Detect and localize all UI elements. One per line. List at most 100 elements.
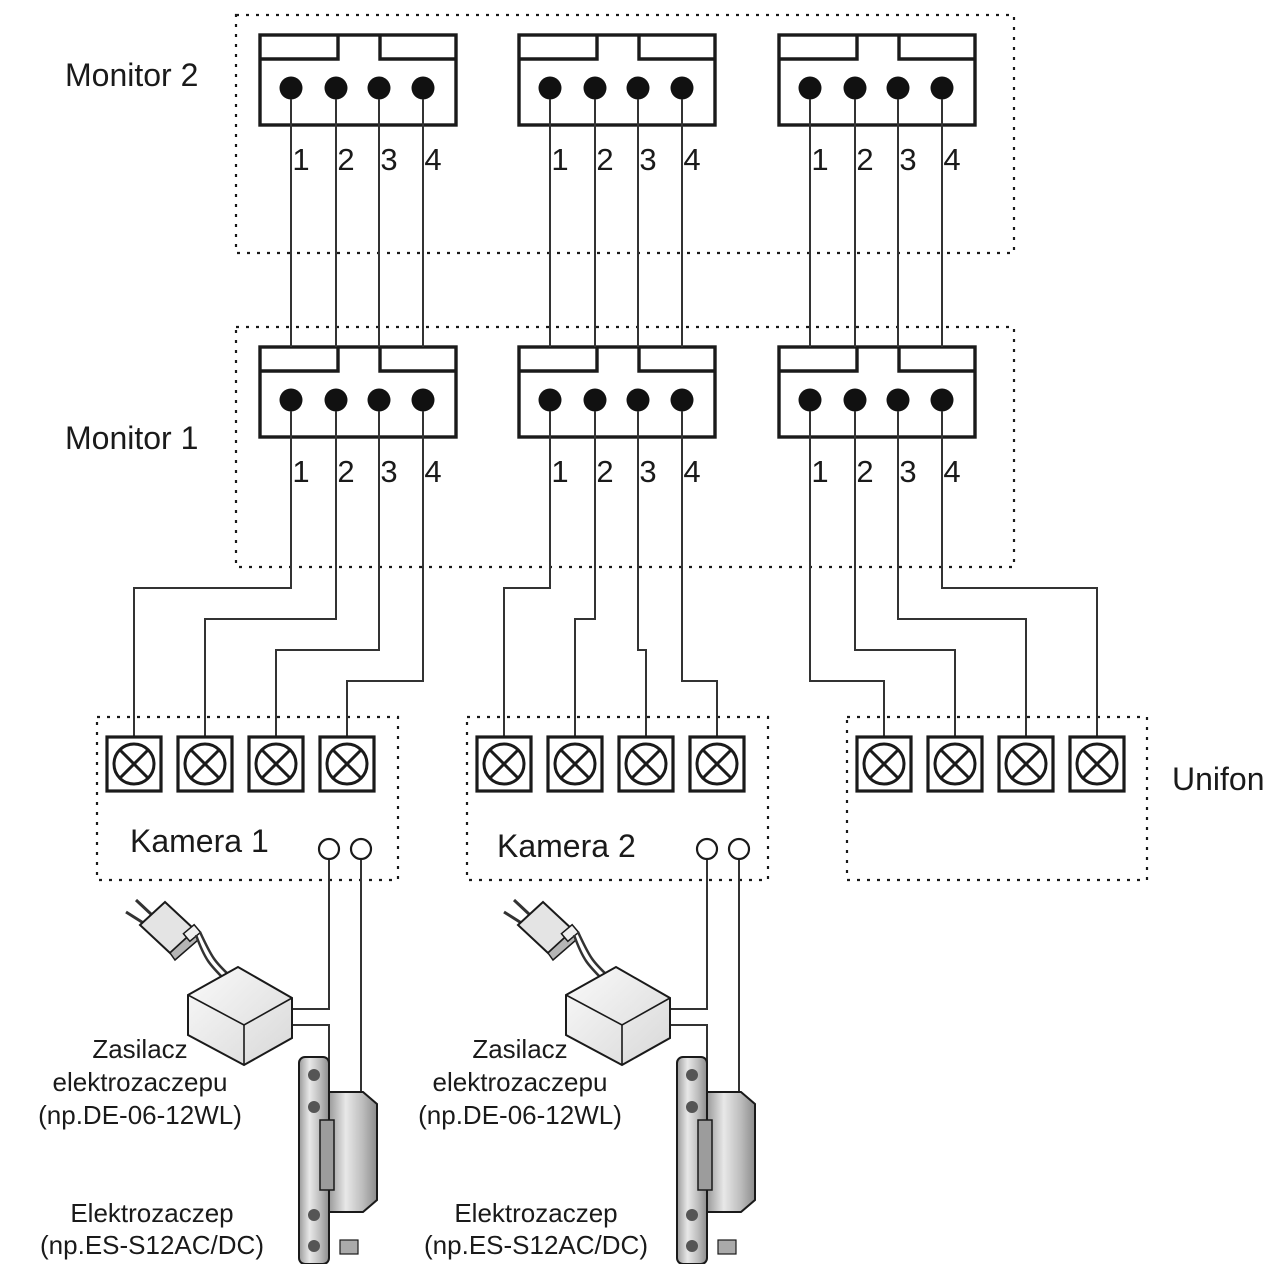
pin-number-label: 1 (811, 454, 828, 489)
pin-number-label: 1 (551, 142, 568, 177)
terminal-screw-icon (997, 735, 1055, 793)
lock-equipment-2 (503, 898, 756, 1264)
pin-number-label: 2 (856, 142, 873, 177)
wires (133, 99, 1098, 1110)
connector-pin-dot (798, 76, 822, 100)
connector-pin-dot (886, 76, 910, 100)
lock-equipment-1 (125, 898, 378, 1264)
connector-pin-dot (367, 388, 391, 412)
wire-monitor1-to-unifon (809, 411, 885, 737)
terminal-screw-icon (926, 735, 984, 793)
connector-key-outline (260, 347, 456, 373)
strike-1-model: (np.ES-S12AC/DC) (40, 1230, 264, 1260)
unifon-frame (845, 715, 1149, 882)
pin-number-label: 3 (639, 142, 656, 177)
pin-number-label: 1 (292, 142, 309, 177)
connector-pin-dot (279, 388, 303, 412)
power-supply-box-icon (187, 965, 293, 1067)
connector-pin-dot (583, 76, 607, 100)
connector-key-outline (779, 347, 975, 373)
connector-pin-dot (583, 388, 607, 412)
psu-2-model: (np.DE-06-12WL) (418, 1100, 622, 1130)
pin-number-label: 3 (380, 142, 397, 177)
connector-pin-dot (324, 388, 348, 412)
connector-pin-dot (930, 76, 954, 100)
strike-2-model: (np.ES-S12AC/DC) (424, 1230, 648, 1260)
electric-strike-icon (676, 1056, 756, 1264)
terminal-screw-icon (688, 735, 746, 793)
connector-pin-dot (411, 388, 435, 412)
wire-monitor1-to-unifon (854, 411, 956, 737)
lock-contact-ring (317, 837, 341, 861)
pin-number-label: 2 (596, 142, 613, 177)
pin-number-label: 1 (292, 454, 309, 489)
terminal-screw-icon (247, 735, 305, 793)
kamera-2-label: Kamera 2 (497, 828, 636, 864)
psu-1-model: (np.DE-06-12WL) (38, 1100, 242, 1130)
connector-key-outline (519, 347, 715, 373)
connector-pin-dot (626, 388, 650, 412)
pin-number-label: 4 (683, 142, 700, 177)
pin-number-label: 2 (337, 142, 354, 177)
monitor-1-connector-1 (258, 345, 458, 439)
psu-2-title-line1: Zasilacz (472, 1034, 567, 1064)
connector-key-outline (779, 35, 975, 61)
psu-1-title-line2: elektrozaczepu (53, 1067, 228, 1097)
psu-to-strike-wire-1 (292, 1024, 330, 1063)
pin-number-label: 4 (424, 142, 441, 177)
lock-contact-ring (349, 837, 373, 861)
monitor-2-label: Monitor 2 (65, 57, 198, 93)
terminal-screw-icon (617, 735, 675, 793)
monitor-2-frame (234, 13, 1016, 255)
connector-pin-dot (411, 76, 435, 100)
monitor-2-connector-3 (777, 33, 977, 127)
psu-caption-1: Zasilacz elektrozaczepu (np.DE-06-12WL) (38, 1034, 242, 1130)
connector-pin-dot (798, 388, 822, 412)
pin-number-label: 3 (639, 454, 656, 489)
monitor-2-connector-2 (517, 33, 717, 127)
wire-monitor1-to-kamera2 (574, 411, 596, 737)
terminal-blocks (105, 735, 1126, 793)
psu-caption-2: Zasilacz elektrozaczepu (np.DE-06-12WL) (418, 1034, 622, 1130)
terminal-screw-icon (855, 735, 913, 793)
monitor-1-label: Monitor 1 (65, 420, 198, 456)
connector-pin-dot (324, 76, 348, 100)
wall-plug-icon (125, 898, 231, 981)
connector-pin-dot (367, 76, 391, 100)
wall-plug-icon (503, 898, 609, 981)
lock-contact-ring (727, 837, 751, 861)
lock-contact-ring (695, 837, 719, 861)
unifon-label: Unifon (1172, 761, 1265, 797)
wire-monitor1-to-kamera1 (133, 411, 292, 737)
connector-key-outline (260, 35, 456, 61)
connector-pin-dot (626, 76, 650, 100)
pin-number-label: 4 (683, 454, 700, 489)
psu-to-strike-wire-2 (670, 1024, 708, 1063)
terminal-screw-icon (318, 735, 376, 793)
wire-monitor1-to-kamera1 (204, 411, 337, 737)
pin-number-label: 3 (899, 142, 916, 177)
psu-2-title-line2: elektrozaczepu (433, 1067, 608, 1097)
wire-monitor1-to-kamera2 (637, 411, 647, 737)
strike-2-title: Elektrozaczep (454, 1198, 617, 1228)
terminal-screw-icon (176, 735, 234, 793)
strike-caption-1: Elektrozaczep (np.ES-S12AC/DC) (40, 1198, 264, 1260)
wire-monitor1-to-kamera2 (503, 411, 551, 737)
pin-number-label: 2 (856, 454, 873, 489)
pin-number-label: 4 (424, 454, 441, 489)
wire-monitor1-to-kamera2 (681, 411, 718, 737)
connector-pin-dot (670, 76, 694, 100)
dotted-frames (95, 13, 1149, 882)
pin-number-label: 2 (596, 454, 613, 489)
connector-pin-dot (670, 388, 694, 412)
monitor-1-connector-3 (777, 345, 977, 439)
pin-number-label: 3 (899, 454, 916, 489)
wire-monitor1-to-kamera1 (275, 411, 380, 737)
wire-monitor1-to-unifon (897, 411, 1027, 737)
wire-monitor1-to-unifon (941, 411, 1098, 737)
kamera-1-label: Kamera 1 (130, 823, 269, 859)
terminal-screw-icon (1068, 735, 1126, 793)
connector-pin-dot (843, 76, 867, 100)
terminal-screw-icon (475, 735, 533, 793)
monitor-1-connector-2 (517, 345, 717, 439)
